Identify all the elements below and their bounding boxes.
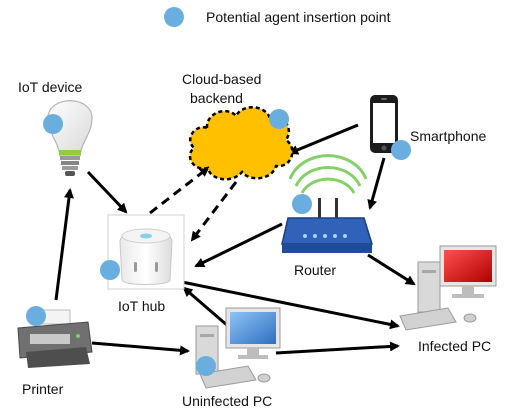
agent-insertion-point-icon xyxy=(292,194,312,214)
uninfected-pc-node: Uninfected PC xyxy=(182,307,281,409)
agent-insertion-point-icon xyxy=(100,260,120,280)
cloud-label-line1: Cloud-based xyxy=(182,71,261,87)
smartphone-label: Smartphone xyxy=(410,128,486,144)
printer-label: Printer xyxy=(22,381,64,397)
printer-node: Printer xyxy=(17,306,93,397)
iot-hub-label: IoT hub xyxy=(118,298,165,314)
cloud-icon xyxy=(188,106,294,181)
router-icon xyxy=(281,154,374,253)
edge-cloud-to-hub-dashed xyxy=(190,181,238,242)
infected-pc-node: Infected PC xyxy=(399,245,497,354)
infected-pc-label: Infected PC xyxy=(418,338,491,354)
edge-router-to-infected-pc xyxy=(367,253,416,286)
edge-hub-to-infected-pc xyxy=(181,280,400,330)
edge-router-to-hub xyxy=(194,222,283,268)
edge-uninfected-pc-to-hub xyxy=(182,286,229,328)
edge-uninfected-pc-to-infected-pc xyxy=(275,341,400,355)
agent-insertion-point-icon xyxy=(269,109,289,129)
legend-marker-icon xyxy=(164,7,184,27)
agent-insertion-point-icon xyxy=(196,356,216,376)
cloud-label: Cloud-based backend xyxy=(182,71,265,106)
iot-hub-node: IoT hub xyxy=(100,214,185,314)
legend-text: Potential agent insertion point xyxy=(206,9,391,25)
edge-printer-to-uninfected-pc xyxy=(91,341,190,356)
iot-device-label: IoT device xyxy=(18,79,83,95)
agent-insertion-point-icon xyxy=(391,140,411,160)
smartphone-node: Smartphone xyxy=(370,95,486,160)
connections xyxy=(54,123,416,356)
light-bulb-icon xyxy=(47,100,93,176)
agent-insertion-point-icon xyxy=(26,306,46,326)
router-label: Router xyxy=(294,262,336,278)
infected-pc-icon xyxy=(399,245,497,331)
iot-device-node: IoT device xyxy=(18,79,93,176)
edge-hub-to-cloud-dashed xyxy=(149,166,210,215)
uninfected-pc-label: Uninfected PC xyxy=(182,393,272,409)
printer-icon xyxy=(17,309,93,368)
agent-insertion-point-icon xyxy=(43,114,63,134)
cloud-node: Cloud-based backend xyxy=(182,71,294,181)
smartphone-icon xyxy=(370,95,398,153)
iot-hub-icon xyxy=(107,214,185,290)
cloud-label-line2: backend xyxy=(190,90,243,106)
legend: Potential agent insertion point xyxy=(164,7,391,27)
router-node: Router xyxy=(281,154,374,278)
edge-printer-to-iot-device xyxy=(54,188,74,301)
uninfected-pc-icon xyxy=(195,307,281,389)
edge-smartphone-to-cloud xyxy=(288,123,359,155)
edge-iot-device-to-hub xyxy=(86,170,128,214)
edge-smartphone-to-router xyxy=(367,157,386,210)
